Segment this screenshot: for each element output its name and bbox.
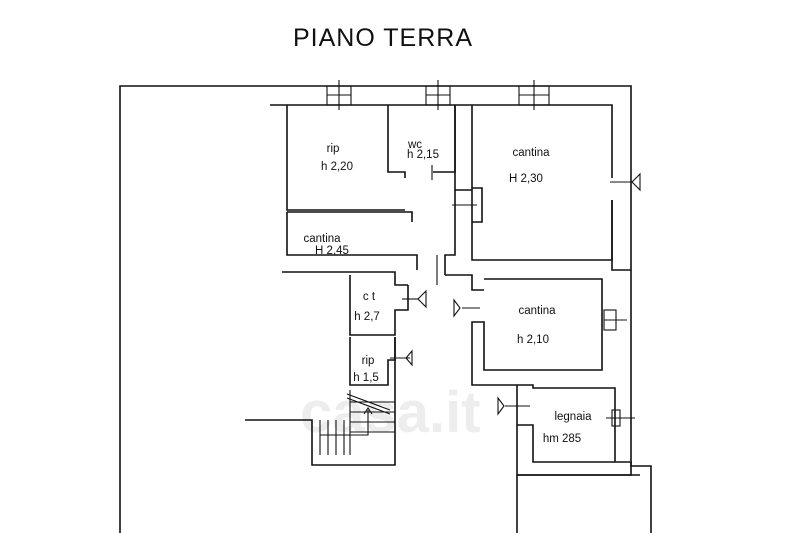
room-height-cantina-1: H 2,30 (509, 173, 543, 185)
windows (326, 80, 635, 427)
room-label-ct: c t (363, 291, 376, 303)
room-height-rip-2: h 1,5 (353, 372, 379, 384)
room-height-rip: h 2,20 (321, 161, 353, 173)
room-walls (245, 105, 640, 533)
outer-boundary (119, 85, 652, 533)
room-height-ct: h 2,7 (354, 311, 380, 323)
room-label-cantina-1: cantina (512, 147, 550, 159)
room-height-cantina-2: H 2,45 (315, 245, 349, 257)
room-height-legnaia: hm 285 (543, 433, 581, 445)
room-height-wc: h 2,15 (407, 149, 439, 161)
room-label-cantina-3: cantina (518, 305, 556, 317)
room-height-cantina-3: h 2,10 (517, 334, 549, 346)
room-label-wc: wc (407, 139, 422, 151)
room-label-legnaia: legnaia (554, 411, 592, 423)
plan-title: PIANO TERRA (293, 24, 473, 52)
room-label-cantina-2: cantina (303, 233, 341, 245)
door-markers (390, 165, 641, 416)
room-label-rip-2: rip (362, 355, 375, 367)
staircase (319, 390, 395, 455)
room-label-rip: rip (327, 143, 340, 155)
